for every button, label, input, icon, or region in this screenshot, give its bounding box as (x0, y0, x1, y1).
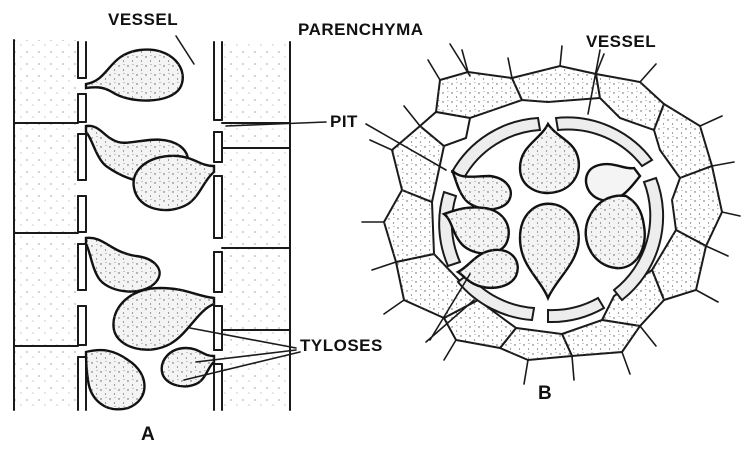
label-vessel-right: VESSEL (586, 32, 656, 52)
label-vessel-left: VESSEL (108, 10, 178, 30)
label-panel-b: B (538, 383, 552, 405)
label-panel-a: A (141, 424, 155, 446)
label-tyloses: TYLOSES (300, 336, 383, 356)
label-parenchyma: PARENCHYMA (298, 20, 424, 40)
label-pit: PIT (330, 112, 358, 132)
leader-parenchyma (450, 44, 470, 76)
panel-a-left-parenchyma (14, 40, 80, 410)
panel-a-longitudinal-section (14, 40, 290, 410)
panel-a-tyloses (86, 50, 214, 410)
leader-vessel-left (176, 36, 194, 64)
panel-b-transverse-section (362, 46, 740, 384)
